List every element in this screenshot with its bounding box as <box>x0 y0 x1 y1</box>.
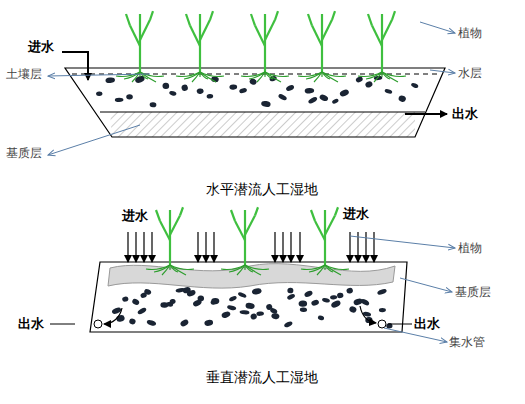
plant <box>116 11 164 82</box>
soil-particles <box>96 75 419 108</box>
basin-outline <box>65 68 445 137</box>
plant-label: 植物 <box>458 27 482 40</box>
vertical-wetland <box>50 207 455 342</box>
basin-outline <box>90 262 407 332</box>
leader-line <box>420 22 455 33</box>
soil-layer-label: 土壤层 <box>6 68 42 81</box>
horizontal-wetland <box>48 11 455 155</box>
substrate-particles <box>111 287 393 330</box>
plant <box>176 11 224 82</box>
diagram-caption: 水平潜流人工湿地 <box>206 182 318 197</box>
plant <box>298 11 346 82</box>
collection-pipe-label: 集水管 <box>449 336 485 349</box>
plants <box>146 207 349 275</box>
inflow-label: 进水 <box>122 209 148 223</box>
inflow-label: 进水 <box>28 40 54 54</box>
plants <box>116 11 406 82</box>
substrate-line <box>100 112 425 113</box>
diagram-caption: 垂直潜流人工湿地 <box>206 370 318 385</box>
outflow-arrow <box>405 113 447 115</box>
outflow-label: 出水 <box>18 317 44 331</box>
leader-line <box>430 70 455 73</box>
substrate-layer-label: 基质层 <box>455 286 491 299</box>
inflow-arrows <box>128 232 374 262</box>
leader-line <box>388 324 412 325</box>
water-layer-label: 水层 <box>458 67 482 80</box>
plant <box>146 207 194 275</box>
plant <box>358 11 406 82</box>
outflow-label: 出水 <box>452 107 478 121</box>
collection-pipe <box>94 320 102 328</box>
plant <box>301 207 349 275</box>
plant-label: 植物 <box>458 242 482 255</box>
substrate-hatch <box>110 112 415 137</box>
leader-line <box>50 324 75 325</box>
leader-line <box>48 74 150 76</box>
plant <box>241 11 289 82</box>
outflow-arrow <box>360 306 376 323</box>
outflow-label: 出水 <box>414 317 440 331</box>
root-mat <box>108 264 395 288</box>
leader-line <box>48 125 140 155</box>
outflow-arrow <box>104 308 122 324</box>
leader-line <box>400 278 452 292</box>
substrate-layer-label: 基质层 <box>6 147 42 160</box>
collection-pipe <box>378 320 386 328</box>
leader-line <box>350 236 455 248</box>
plant <box>221 207 269 275</box>
inflow-label: 进水 <box>343 207 369 221</box>
